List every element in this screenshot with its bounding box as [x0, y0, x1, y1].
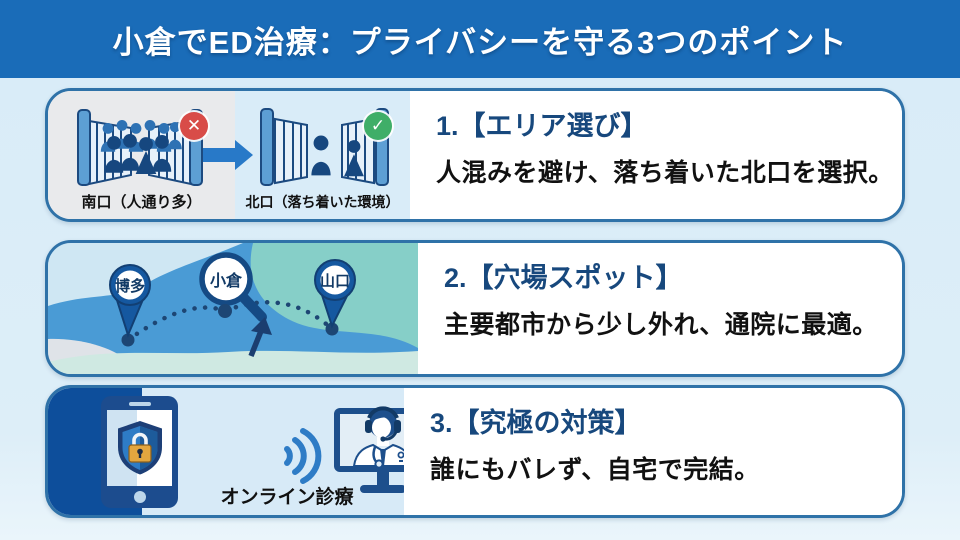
section-card-area: ✕ 南口（人通り多） — [45, 88, 905, 222]
magnifier-kokura-icon: 小倉 — [199, 252, 267, 322]
header-banner: 小倉でED治療：プライバシーを守る3つのポイント — [0, 0, 960, 78]
area-text-panel: 1.【エリア選び】 人混みを避け、落ち着いた北口を選択。 — [410, 91, 902, 219]
reject-badge: ✕ — [180, 112, 208, 140]
check-icon: ✓ — [370, 116, 386, 135]
gate-illustration: ✕ 南口（人通り多） — [48, 91, 410, 219]
x-icon: ✕ — [186, 116, 202, 135]
section-card-spot: 博多 山口 小倉 2.【穴場スポット】 主要都市から少し外れ、通院に最適。 — [45, 240, 905, 377]
pointer-arrow-icon — [248, 317, 272, 358]
spot-body: 主要都市から少し外れ、通院に最適。 — [444, 311, 878, 340]
north-gate-label: 北口（落ち着いた環境） — [245, 194, 400, 210]
south-gate-label: 南口（人通り多） — [81, 194, 202, 211]
online-caption: オンライン診療 — [220, 487, 354, 508]
quiet-gate-icon — [260, 108, 389, 186]
section-card-online: オンライン診療 3.【究極の対策】 誰にもバレず、自宅で完結。 — [45, 385, 905, 518]
phone-speaker — [128, 402, 151, 406]
secure-phone-icon — [101, 396, 178, 508]
accept-badge: ✓ — [364, 112, 392, 140]
pin-kokura-label: 小倉 — [210, 271, 243, 290]
wifi-waves-icon — [284, 428, 322, 484]
page-title: 小倉でED治療：プライバシーを守る3つのポイント — [112, 24, 848, 60]
phone-screen — [107, 410, 172, 486]
area-heading: 1.【エリア選び】 — [436, 111, 648, 141]
phone-home-button — [133, 491, 146, 503]
online-heading: 3.【究極の対策】 — [430, 408, 642, 438]
pin-hakata-label: 博多 — [115, 277, 145, 295]
north-gate-panel: ✓ 北口（落ち着いた環境） — [235, 91, 410, 219]
online-body: 誰にもバレず、自宅で完結。 — [430, 456, 760, 485]
spot-heading: 2.【穴場スポット】 — [444, 263, 683, 293]
shield-lock-icon — [117, 421, 162, 475]
spot-text-panel: 2.【穴場スポット】 主要都市から少し外れ、通院に最適。 — [418, 243, 902, 374]
area-body: 人混みを避け、落ち着いた北口を選択。 — [436, 159, 894, 188]
online-text-panel: 3.【究極の対策】 誰にもバレず、自宅で完結。 — [404, 388, 902, 515]
right-arrow-icon — [203, 140, 253, 170]
pin-yamaguchi-label: 山口 — [320, 273, 350, 290]
